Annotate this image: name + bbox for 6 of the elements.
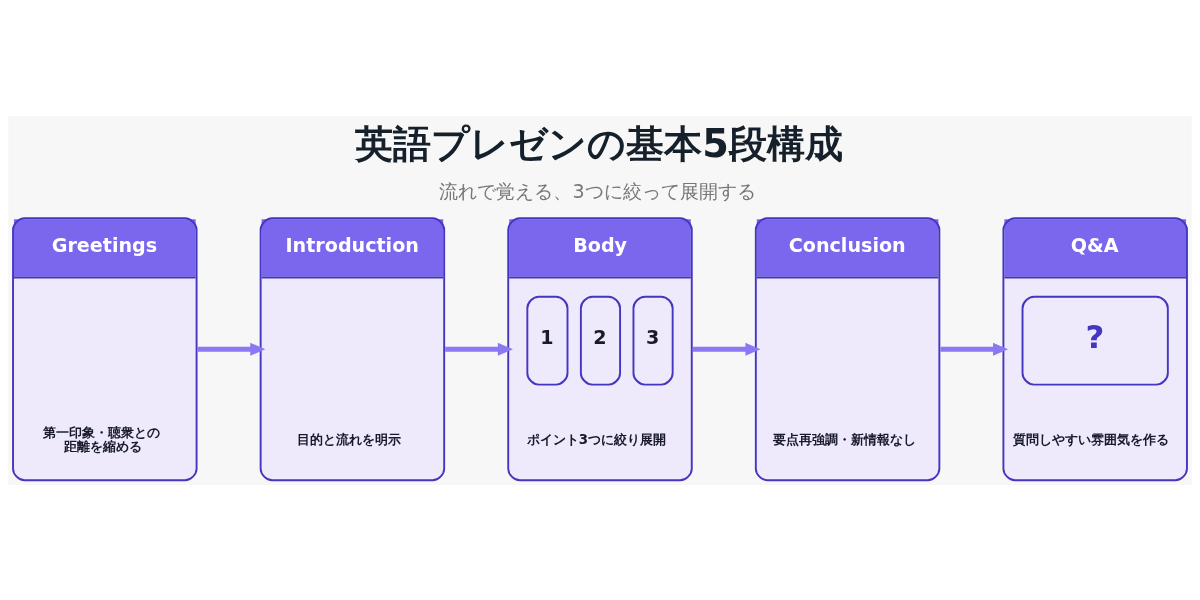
arrow — [940, 342, 1009, 356]
diagram-title: 英語プレゼンの基本5段構成 — [355, 121, 843, 166]
caption: 流れで覚える、3つに絞って展開する — [439, 179, 756, 203]
arrow — [692, 342, 761, 356]
arrow — [445, 342, 513, 356]
arrow — [197, 342, 266, 356]
